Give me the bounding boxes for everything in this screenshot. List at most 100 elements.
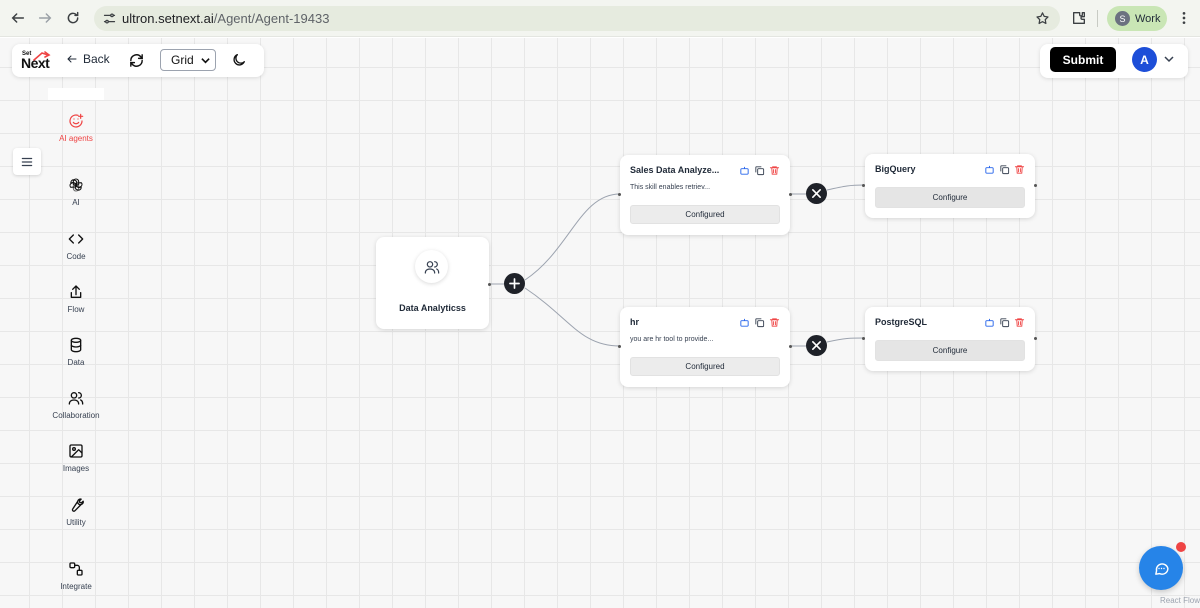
sidebar-item-label: AI agents [59, 134, 93, 143]
trash-icon[interactable] [1014, 164, 1025, 175]
sidebar-item-data[interactable]: Data [48, 337, 104, 367]
sidebar-item-images[interactable]: Images [48, 443, 104, 473]
datasource-node-bigquery[interactable]: BigQuery Configure [865, 154, 1035, 218]
copy-icon[interactable] [999, 317, 1010, 328]
tool-output-handle[interactable] [789, 345, 792, 348]
tool-node-description: This skill enables retriev... [630, 184, 711, 191]
remove-edge-button[interactable] [806, 183, 827, 204]
setnext-logo: Set Next [21, 51, 51, 71]
trash-icon[interactable] [769, 165, 780, 176]
tool-node-description: you are hr tool to provide... [630, 336, 714, 343]
menu-toggle[interactable] [13, 148, 41, 175]
sidebar-item-label: AI [72, 198, 80, 207]
sidebar-item-label: Utility [66, 518, 86, 527]
share-icon [70, 285, 82, 298]
trash-icon[interactable] [1014, 317, 1025, 328]
datasource-node-postgresql[interactable]: PostgreSQL Configure [865, 307, 1035, 371]
close-icon [812, 341, 821, 350]
trash-icon[interactable] [769, 317, 780, 328]
tool-node-hr[interactable]: hr you are hr tool to provide... Configu… [620, 307, 790, 387]
profile-label: Work [1135, 12, 1161, 25]
submit-button[interactable]: Submit [1050, 47, 1116, 72]
user-avatar[interactable]: A [1132, 47, 1157, 72]
configured-status[interactable]: Configured [630, 357, 780, 376]
header-actions: Submit A [1040, 44, 1188, 78]
hamburger-icon [21, 157, 33, 166]
add-node-button[interactable] [504, 273, 525, 294]
toolbar-divider [1097, 10, 1098, 27]
bot-icon[interactable] [739, 165, 750, 176]
refresh-icon[interactable] [128, 52, 145, 69]
bot-icon[interactable] [984, 164, 995, 175]
code-icon [68, 234, 84, 244]
tool-input-handle[interactable] [618, 345, 621, 348]
remove-edge-button[interactable] [806, 335, 827, 356]
url-text: ultron.setnext.ai/Agent/Agent-19433 [122, 11, 330, 26]
bookmark-star-icon[interactable] [1035, 11, 1050, 26]
bot-icon[interactable] [984, 317, 995, 328]
moon-icon[interactable] [231, 52, 247, 68]
bot-icon[interactable] [739, 317, 750, 328]
tool-node-sales[interactable]: Sales Data Analyze... This skill enables… [620, 155, 790, 235]
site-settings-icon[interactable] [102, 11, 117, 26]
sidebar-item-collaboration[interactable]: Collaboration [48, 390, 104, 420]
view-mode-value: Grid [171, 53, 194, 67]
sidebar-item-ai-agents[interactable]: AI agents [48, 113, 104, 143]
datasource-output-handle[interactable] [1034, 184, 1037, 187]
configured-status[interactable]: Configured [630, 205, 780, 224]
view-mode-select[interactable]: Grid [160, 49, 216, 71]
sidebar-item-ai[interactable]: AI [48, 177, 104, 207]
chat-icon [1154, 562, 1169, 575]
editor-toolbar: Set Next Back Grid [12, 44, 264, 77]
datasource-input-handle[interactable] [862, 337, 865, 340]
root-agent-node[interactable]: Data Analyticss [376, 237, 489, 329]
profile-avatar: S [1115, 11, 1130, 26]
profile-chip[interactable]: S Work [1107, 6, 1167, 31]
configure-button[interactable]: Configure [875, 340, 1025, 361]
tool-output-handle[interactable] [789, 193, 792, 196]
copy-icon[interactable] [999, 164, 1010, 175]
tool-input-handle[interactable] [618, 193, 621, 196]
browser-toolbar: ultron.setnext.ai/Agent/Agent-19433 S Wo… [0, 0, 1200, 37]
plus-icon [509, 278, 520, 289]
image-icon [69, 444, 83, 458]
database-icon [70, 337, 82, 353]
forward-arrow-icon[interactable] [33, 6, 57, 30]
sidebar-item-utility[interactable]: Utility [48, 497, 104, 527]
copy-icon[interactable] [754, 317, 765, 328]
react-flow-attribution[interactable]: React Flow [1160, 596, 1200, 605]
node-actions [984, 317, 1025, 328]
sidebar-item-flow[interactable]: Flow [48, 284, 104, 314]
node-actions [984, 164, 1025, 175]
sidebar-strip [48, 88, 104, 100]
extensions-icon[interactable] [1071, 10, 1087, 26]
browser-menu-icon[interactable] [1176, 10, 1192, 26]
datasource-input-handle[interactable] [862, 184, 865, 187]
node-actions [739, 165, 780, 176]
copy-icon[interactable] [754, 165, 765, 176]
node-actions [739, 317, 780, 328]
wrench-icon [71, 498, 84, 512]
configure-button[interactable]: Configure [875, 187, 1025, 208]
sidebar-item-label: Collaboration [52, 411, 100, 420]
datasource-output-handle[interactable] [1034, 337, 1037, 340]
back-button[interactable]: Back [66, 52, 110, 66]
users-icon [415, 250, 448, 283]
root-output-handle[interactable] [488, 283, 491, 286]
address-bar[interactable]: ultron.setnext.ai/Agent/Agent-19433 [94, 6, 1060, 31]
chat-button[interactable] [1139, 546, 1183, 590]
root-node-label: Data Analyticss [399, 303, 466, 313]
tool-node-title: hr [630, 317, 639, 327]
sidebar-item-label: Flow [67, 305, 85, 314]
datasource-node-title: PostgreSQL [875, 317, 928, 327]
chevron-down-icon[interactable] [1164, 54, 1174, 64]
reload-icon[interactable] [61, 6, 85, 30]
sidebar-item-code[interactable]: Code [48, 231, 104, 261]
sidebar-item-label: Integrate [60, 582, 92, 591]
sidebar-item-label: Images [62, 464, 90, 473]
back-arrow-icon[interactable] [6, 6, 30, 30]
arrow-left-icon [67, 55, 77, 63]
sidebar-item-integrate[interactable]: Integrate [48, 561, 104, 591]
openai-icon [69, 178, 83, 192]
back-label: Back [83, 52, 110, 66]
